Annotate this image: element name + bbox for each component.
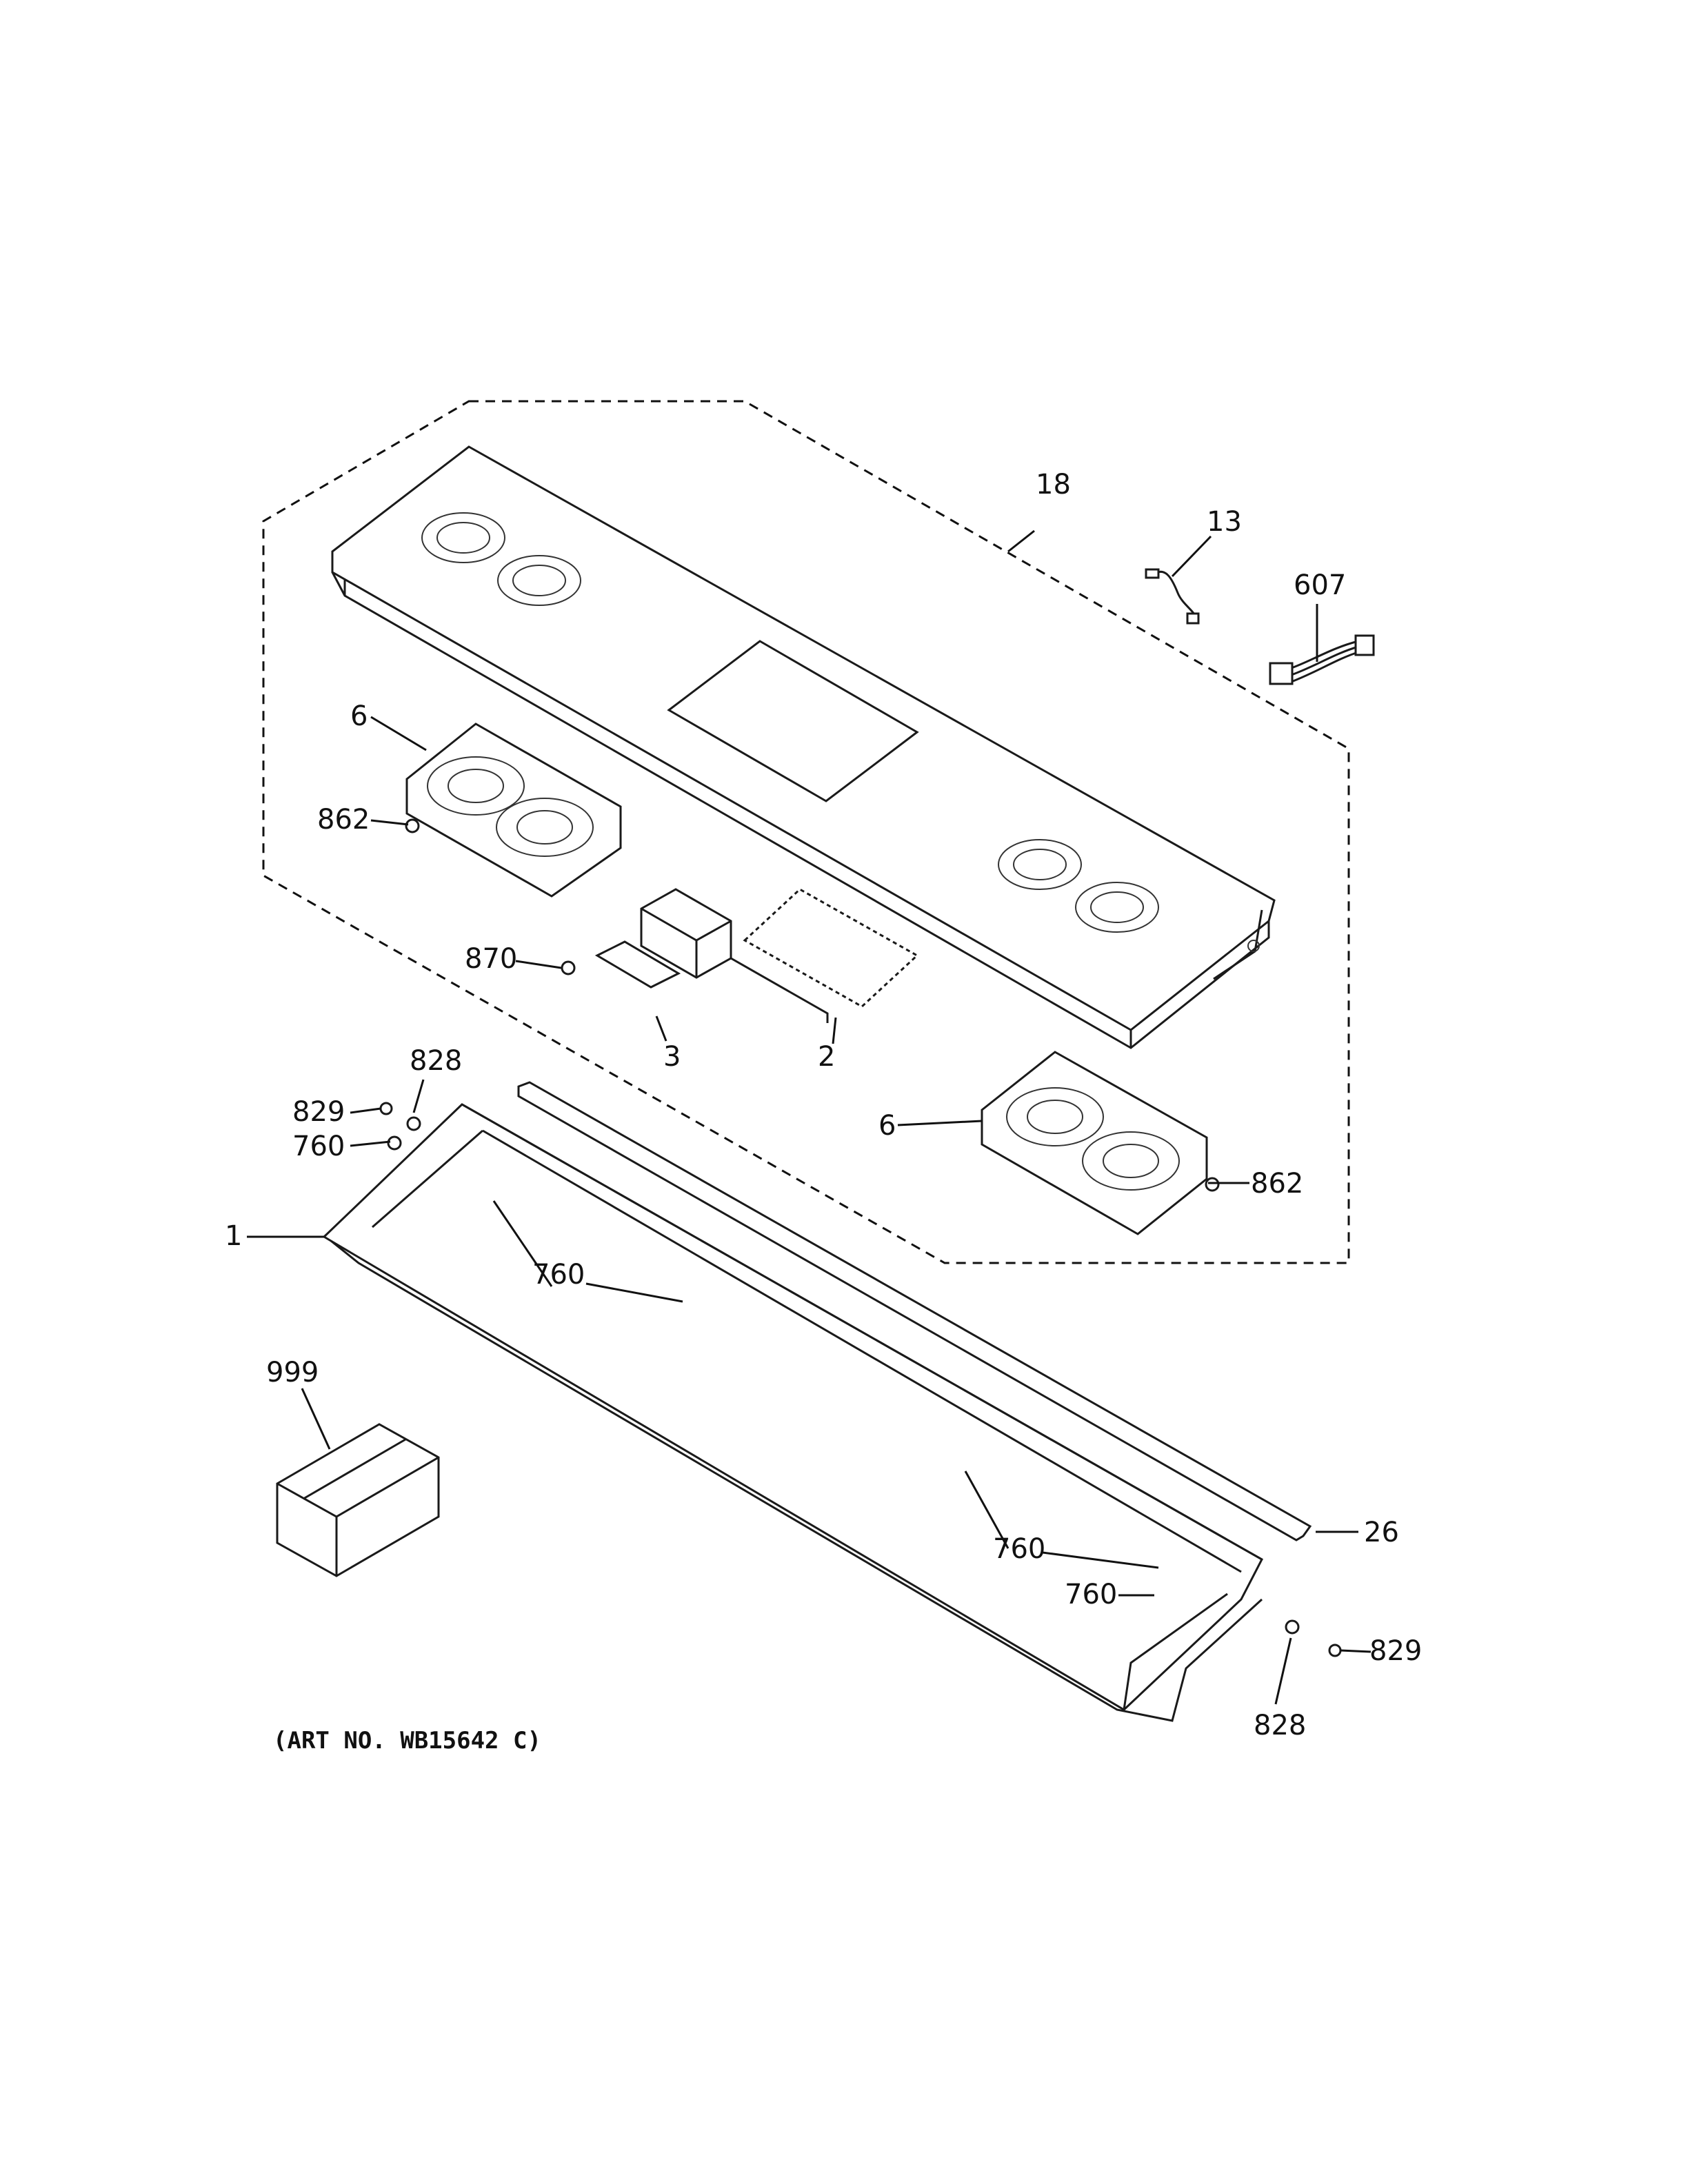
callout-862-right: 862 xyxy=(1251,1168,1303,1200)
leader-lines xyxy=(247,529,1372,1705)
callout-26: 26 xyxy=(1364,1517,1399,1548)
callout-999: 999 xyxy=(266,1357,319,1388)
callout-13: 13 xyxy=(1207,506,1242,538)
art-number: (ART NO. WB15642 C) xyxy=(273,1727,541,1755)
callout-760-mid: 760 xyxy=(532,1259,585,1291)
callout-6-left: 6 xyxy=(350,700,368,732)
frame-part xyxy=(322,1103,1263,1722)
wire-harness-607 xyxy=(1269,634,1375,685)
kit-box xyxy=(276,1423,440,1577)
gasket-strip xyxy=(517,1081,1312,1541)
electronic-modules xyxy=(594,888,919,1023)
callout-760-right-2: 760 xyxy=(1065,1579,1117,1610)
control-panel-part xyxy=(331,445,1276,1049)
callout-760-left: 760 xyxy=(292,1131,345,1162)
knob-housing-left xyxy=(405,722,622,898)
callout-829-right: 829 xyxy=(1369,1635,1422,1667)
callout-828-right: 828 xyxy=(1254,1710,1306,1741)
callout-862-left: 862 xyxy=(317,804,370,836)
knob-housing-right xyxy=(981,1051,1208,1235)
callout-2: 2 xyxy=(818,1041,835,1073)
callout-1: 1 xyxy=(225,1220,242,1252)
callout-18: 18 xyxy=(1036,469,1071,501)
callout-829-left: 829 xyxy=(292,1096,345,1128)
assembly-boundary xyxy=(262,400,1350,1264)
callout-3: 3 xyxy=(663,1041,681,1073)
callout-607: 607 xyxy=(1294,569,1346,601)
callout-6-right: 6 xyxy=(878,1110,896,1142)
callout-870: 870 xyxy=(465,943,517,975)
callout-828-left: 828 xyxy=(410,1045,462,1077)
callout-760-right-1: 760 xyxy=(993,1533,1045,1565)
callout-labels: 18 13 607 6 862 870 3 2 828 829 760 6 86… xyxy=(225,469,1422,1741)
wire-harness-13 xyxy=(1145,568,1200,625)
